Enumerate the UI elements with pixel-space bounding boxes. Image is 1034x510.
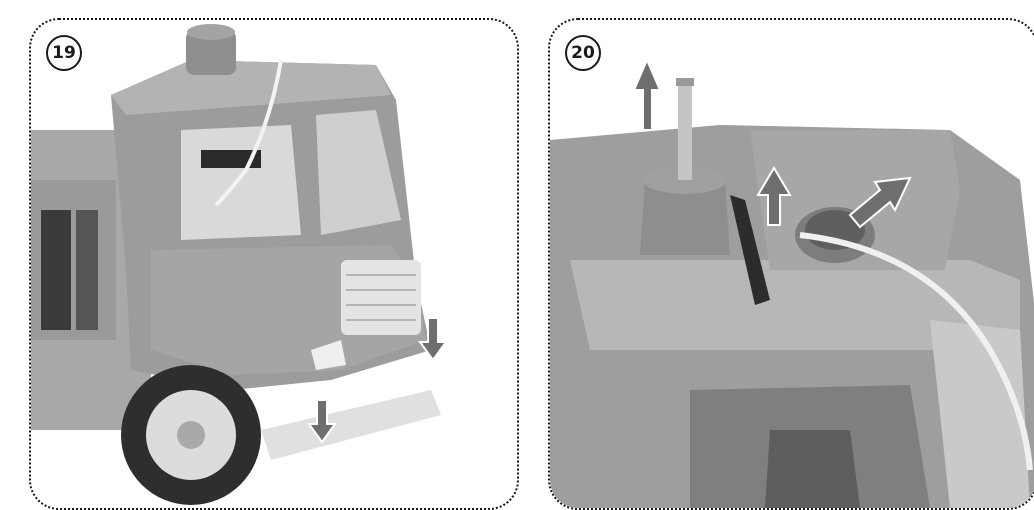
step-20-panel: 20 bbox=[548, 18, 1034, 510]
step-19-photo bbox=[31, 24, 448, 505]
step-20-photo bbox=[550, 57, 1034, 508]
step-20-number: 20 bbox=[565, 35, 601, 71]
step-19-panel: 19 bbox=[29, 18, 519, 510]
step-19-number: 19 bbox=[46, 35, 82, 71]
